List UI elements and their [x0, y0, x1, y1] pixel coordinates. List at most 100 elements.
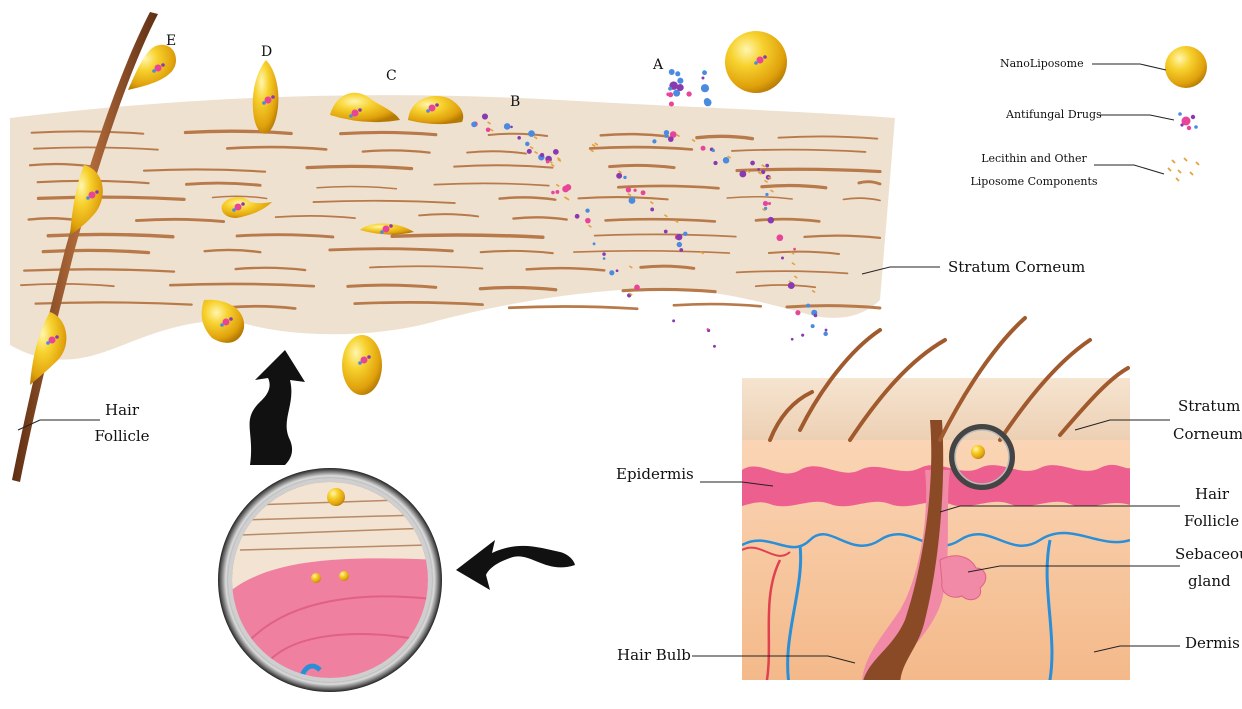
legend-lecithin-dash: [1196, 162, 1199, 165]
drug-particle: [527, 149, 532, 154]
legend-drug-dot: [1178, 112, 1182, 116]
drug-particle: [232, 208, 236, 212]
drug-particle: [650, 208, 654, 212]
drug-particle: [602, 252, 606, 256]
magnifier-lens: [218, 468, 442, 700]
drug-particle: [814, 314, 818, 318]
drug-particle: [575, 214, 580, 219]
drug-particle: [669, 69, 675, 75]
drug-particle: [765, 193, 768, 196]
label-c: C: [386, 68, 397, 84]
drug-particle: [641, 190, 646, 195]
drug-particle: [504, 123, 511, 130]
drug-particle: [791, 338, 794, 341]
drug-particle: [763, 201, 768, 206]
label-hair-follicle-right-line2: Follicle: [1184, 512, 1239, 530]
drug-particle: [806, 304, 810, 308]
drug-particle: [482, 113, 488, 119]
label-hair-follicle-right-line1: Hair: [1195, 485, 1229, 503]
curved-arrow-left: [456, 540, 575, 590]
label-stratum-corneum-top: Stratum Corneum: [948, 258, 1085, 276]
label-hair-follicle-left-line1: Hair: [92, 401, 152, 419]
label-a: A: [653, 57, 663, 73]
drug-particle: [565, 184, 571, 190]
drug-particle: [426, 109, 430, 113]
legend-antifungal-drugs-label: Antifungal Drugs: [1006, 108, 1102, 121]
drug-particle: [664, 230, 668, 234]
drug-particle: [676, 234, 682, 240]
drug-particle: [768, 202, 771, 205]
drug-particle: [672, 319, 675, 322]
drug-particle: [776, 234, 783, 241]
drug-particle: [781, 257, 784, 260]
drug-particle: [623, 176, 626, 179]
legend-nanoliposome-label: NanoLiposome: [1000, 57, 1084, 70]
drug-particle: [675, 71, 680, 76]
drug-particle: [616, 269, 619, 272]
drug-particle: [486, 127, 491, 132]
drug-particle: [713, 345, 716, 348]
drug-particle: [46, 341, 50, 345]
drug-particle: [609, 270, 614, 275]
label-stratum-corneum-right-line2: Corneum: [1173, 425, 1242, 443]
drug-particle: [768, 217, 775, 224]
label-hair-follicle-left-line2: Follicle: [92, 427, 152, 445]
drug-particle: [367, 355, 371, 359]
legend-lecithin-dash: [1178, 170, 1181, 173]
drug-particle: [669, 101, 674, 106]
legend-lecithin-dash: [1172, 160, 1175, 163]
drug-particle: [540, 153, 544, 157]
drug-particle: [593, 242, 596, 245]
stratum-corneum-band: [10, 95, 895, 360]
drug-particle: [358, 108, 362, 112]
drug-particle: [220, 323, 224, 327]
drug-particle: [664, 130, 669, 135]
drug-particle: [757, 168, 760, 171]
drug-particle: [95, 190, 99, 194]
drug-particle: [704, 99, 712, 107]
legend-drug-dot: [1180, 123, 1183, 126]
legend-drug-dot: [1194, 125, 1198, 129]
drug-particle: [626, 187, 631, 192]
label-stratum-corneum-right-line1: Stratum: [1178, 397, 1240, 415]
drug-particle: [616, 173, 622, 179]
legend-lecithin-icon: [1168, 158, 1199, 181]
drug-particle: [551, 191, 555, 195]
drug-particle: [763, 55, 767, 59]
drug-particle: [358, 361, 362, 365]
legend-nanoliposome-icon: [1165, 46, 1207, 88]
drug-particle: [677, 78, 683, 84]
drug-particle: [701, 84, 709, 92]
drug-particle: [712, 149, 715, 152]
drug-particle: [229, 317, 233, 321]
legend-lecithin-dash: [1176, 178, 1179, 181]
drug-particle: [754, 61, 758, 65]
drug-particle: [435, 103, 439, 107]
drug-particle: [702, 70, 707, 75]
skin-cross-section: [742, 318, 1130, 690]
label-sebaceous-line2: gland: [1188, 572, 1231, 590]
drug-particle: [677, 84, 684, 91]
drug-particle: [811, 324, 815, 328]
drug-particle: [603, 257, 606, 260]
label-d: D: [261, 44, 272, 60]
drug-particle: [686, 91, 691, 96]
drug-particle: [823, 332, 828, 337]
drug-particle: [55, 335, 59, 339]
drug-particle: [739, 171, 746, 178]
legend-lecithin-label-line1: Lecithin and Other: [966, 152, 1102, 165]
drug-particle: [349, 114, 353, 118]
drug-particle: [585, 218, 591, 224]
drug-particle: [677, 242, 682, 247]
drug-particle: [795, 310, 800, 315]
drug-particle: [765, 164, 769, 168]
legend-antifungal-drugs-icon: [1178, 112, 1198, 130]
drug-particle: [517, 136, 521, 140]
drug-particle: [241, 202, 245, 206]
drug-particle: [825, 329, 828, 332]
drug-particle: [553, 149, 559, 155]
drug-particle: [86, 196, 90, 200]
drug-particle: [633, 189, 636, 192]
drug-particle: [262, 101, 266, 105]
legend-lecithin-dash: [1190, 172, 1193, 175]
